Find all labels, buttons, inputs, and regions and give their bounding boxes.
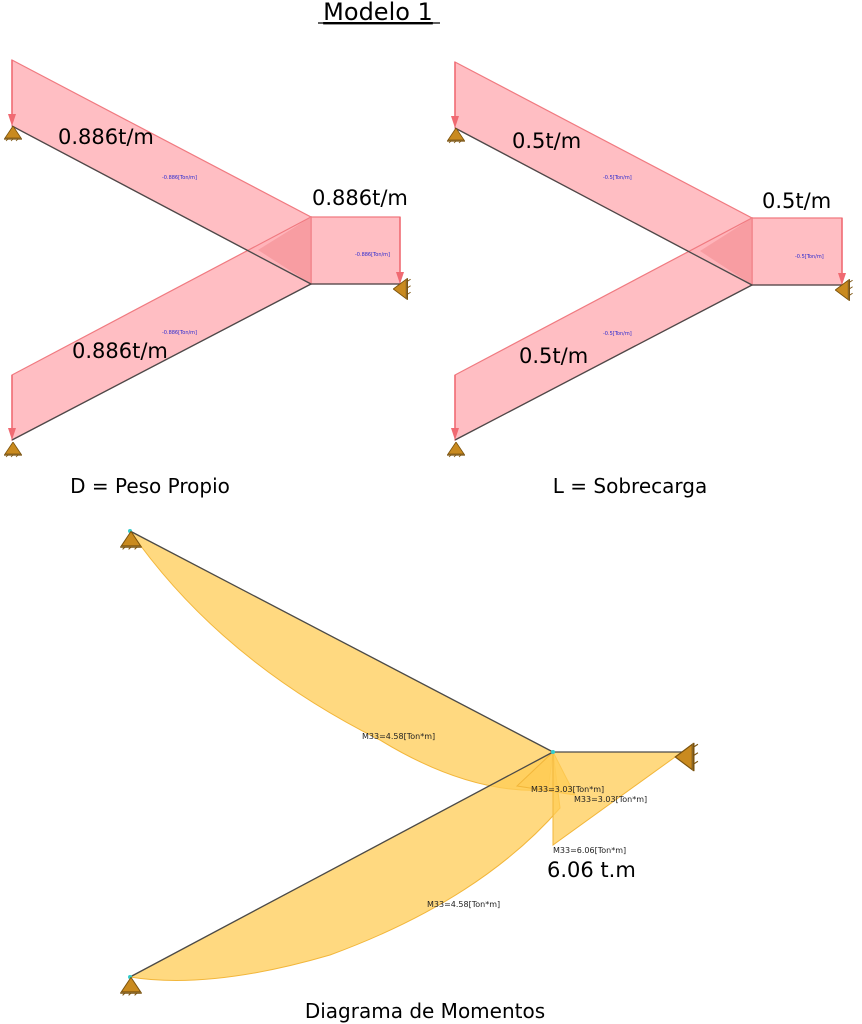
moment-value-callout: 6.06 t.m [547, 858, 636, 882]
load-overlap [258, 217, 311, 284]
panel-dead-load: 0.886t/m 0.886t/m 0.886t/m -0.886[Ton/m]… [3, 59, 412, 498]
load-overlap [700, 218, 752, 285]
panel-live-load: 0.5t/m 0.5t/m 0.5t/m -0.5[Ton/m] -0.5[To… [446, 61, 854, 498]
load-band-right [751, 217, 843, 286]
pin-support-icon [446, 442, 466, 458]
arrowhead-right [838, 273, 846, 285]
arrowhead-left-top [451, 116, 459, 128]
member-upper [11, 125, 312, 285]
member-lower [11, 283, 312, 441]
load-value-upper: -0.5[Ton/m] [603, 175, 632, 181]
panel-caption: Diagrama de Momentos [305, 999, 545, 1023]
moment-label-upper: M33=4.58[Ton*m] [362, 732, 435, 741]
load-value-right: -0.5[Ton/m] [795, 254, 824, 260]
arrowhead-right [396, 272, 404, 284]
member-lower [129, 751, 554, 978]
load-label-right: 0.5t/m [762, 189, 831, 213]
load-value-right: -0.886[Ton/m] [355, 252, 390, 258]
moment-label-right: M33=6.06[Ton*m] [553, 846, 626, 855]
pin-support-icon [3, 442, 23, 458]
load-label-upper: 0.5t/m [512, 129, 581, 153]
load-value-upper: -0.886[Ton/m] [162, 175, 197, 181]
joint-node [551, 750, 555, 754]
moment-label-lower: M33=4.58[Ton*m] [427, 900, 500, 909]
pin-support-side-icon [674, 741, 700, 773]
title-group: Modelo 1 [318, 0, 440, 26]
load-band-right [310, 216, 401, 285]
load-label-lower: 0.5t/m [519, 344, 588, 368]
panel-caption: D = Peso Propio [70, 474, 230, 498]
load-value-lower: -0.886[Ton/m] [162, 330, 197, 336]
member-upper [454, 127, 753, 286]
load-label-right: 0.886t/m [312, 186, 408, 210]
page-title: Modelo 1 [323, 0, 433, 26]
panel-moment-diagram: M33=4.58[Ton*m] M33=3.03[Ton*m] M33=3.03… [119, 529, 700, 1023]
moment-label-joint-b: M33=3.03[Ton*m] [574, 795, 647, 804]
member-upper [129, 530, 554, 753]
pin-support-icon [119, 977, 143, 997]
load-label-upper: 0.886t/m [58, 125, 154, 149]
arrowhead-left-top [8, 114, 16, 126]
member-lower [454, 284, 753, 441]
moment-lobe-upper [129, 530, 554, 791]
panel-caption: L = Sobrecarga [553, 474, 707, 498]
load-value-lower: -0.5[Ton/m] [603, 331, 632, 337]
load-label-lower: 0.886t/m [72, 339, 168, 363]
arrowhead-left-bottom [8, 428, 16, 440]
moment-lobe-lower [128, 751, 561, 982]
moment-label-joint-a: M33=3.03[Ton*m] [531, 785, 604, 794]
arrowhead-left-bottom [451, 428, 459, 440]
